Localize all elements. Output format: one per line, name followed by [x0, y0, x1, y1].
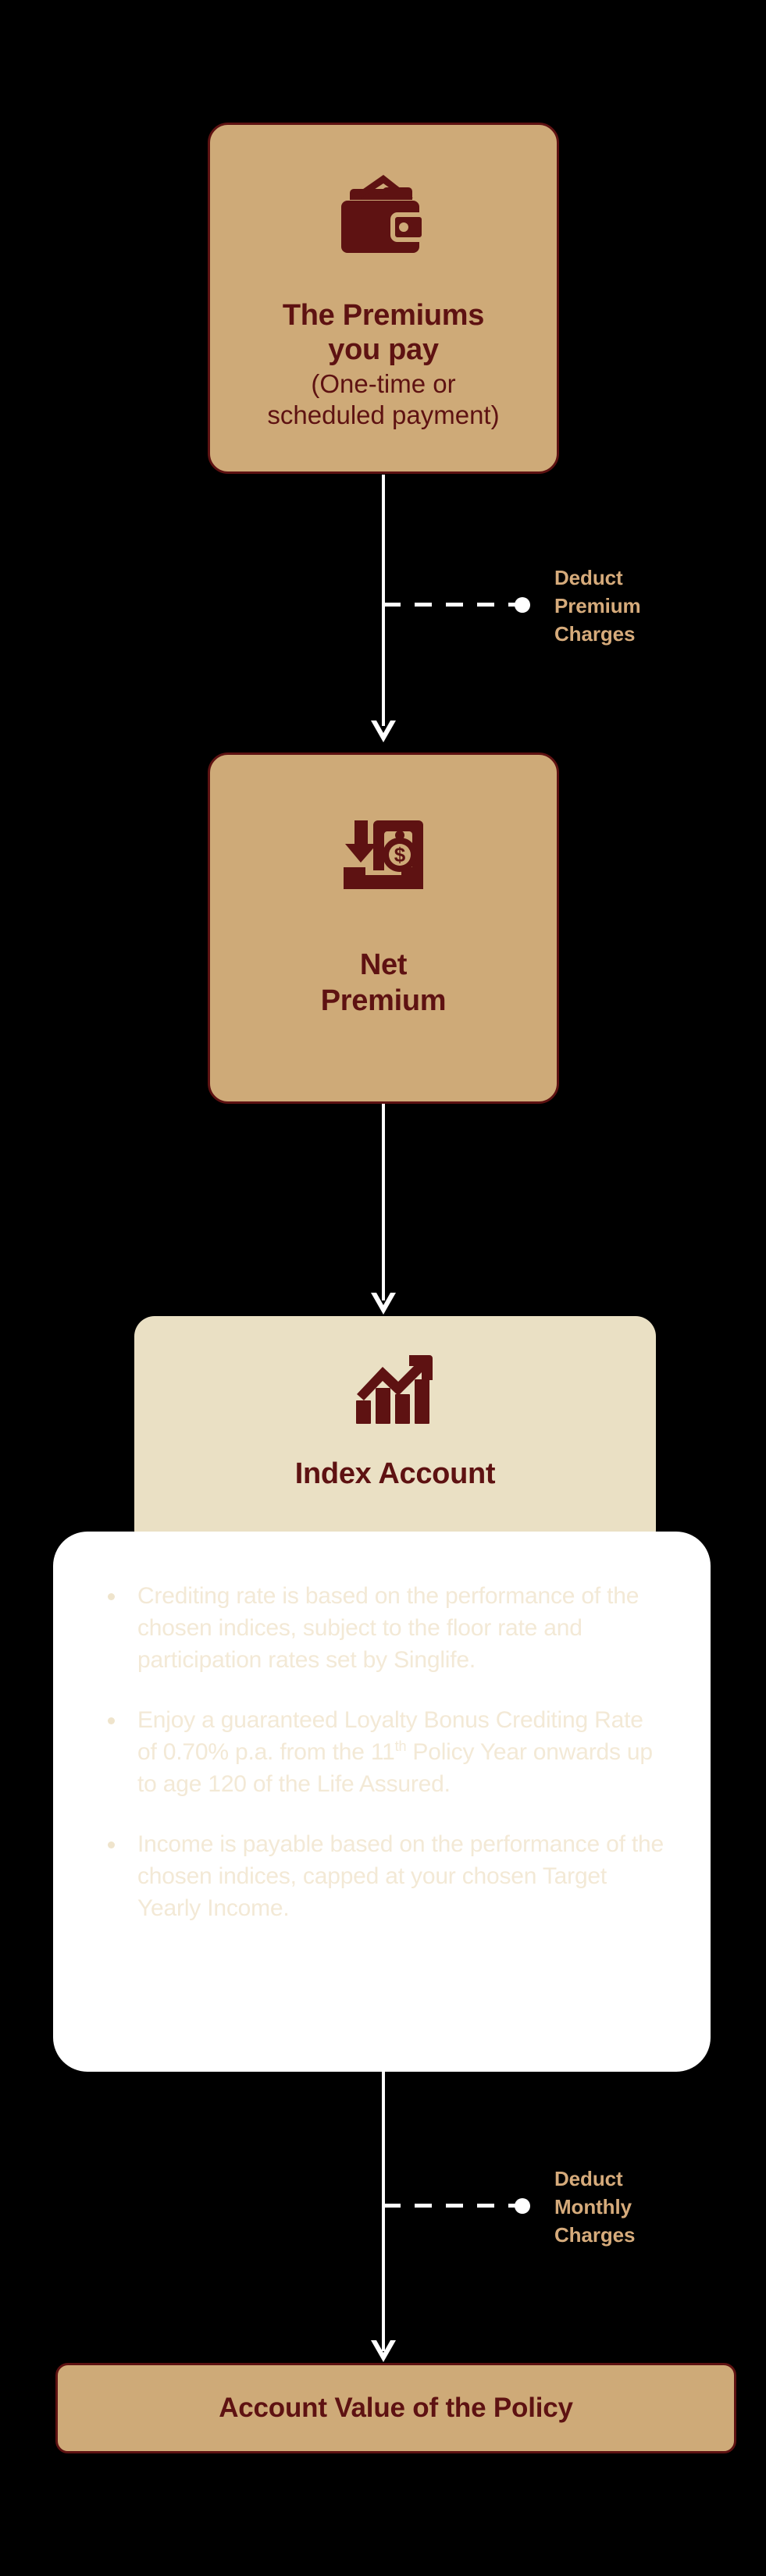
bullet-text: Enjoy a guaranteed Loyalty Bonus Crediti… [137, 1707, 643, 1765]
card-index-account[interactable]: Index Account [134, 1316, 656, 1550]
card-title-line2: you pay [328, 333, 439, 366]
card-title-line2: Premium [320, 984, 447, 1017]
index-account-bullet-list: Crediting rate is based on the performan… [97, 1580, 667, 1924]
connector-premium-to-net [382, 475, 385, 726]
wallet-icon [337, 170, 430, 264]
account-value-bar[interactable]: Account Value of the Policy [55, 2363, 736, 2453]
svg-text:$: $ [394, 843, 406, 866]
card-premiums-subtitle: (One-time or scheduled payment) [267, 368, 499, 431]
card-net-premium-title: Net Premium [321, 947, 447, 1019]
branch-label-line2: Monthly [554, 2195, 632, 2218]
card-title-line1: The Premiums [282, 299, 485, 332]
card-subtitle-line1: (One-time or [311, 369, 456, 398]
branch-endpoint-dot [515, 2198, 530, 2214]
arrowhead-to-account-value [366, 2334, 401, 2368]
branch-label-line1: Deduct [554, 2167, 623, 2190]
bullet-text-cont: Policy Year onwards up to age 120 of the… [137, 1739, 653, 1797]
list-item: Income is payable based on the performan… [97, 1828, 667, 1924]
connector-index-to-account-value [382, 2072, 385, 2351]
money-deposit-icon: $ [337, 809, 429, 902]
list-item: Crediting rate is based on the performan… [97, 1580, 667, 1676]
card-premiums-title: The Premiums you pay [282, 298, 485, 367]
bullet-text: Income is payable based on the performan… [137, 1831, 664, 1921]
branch-endpoint-dot [515, 597, 530, 613]
card-net-premium[interactable]: $ Net Premium [208, 753, 559, 1104]
growth-chart-icon [354, 1352, 436, 1427]
card-title-line1: Net [359, 948, 408, 981]
bullet-ordinal-suffix: th [394, 1738, 407, 1754]
card-premiums-you-pay[interactable]: The Premiums you pay (One-time or schedu… [208, 123, 559, 474]
branch-label-line1: Deduct [554, 566, 623, 589]
branch-label-line3: Charges [554, 622, 636, 646]
connector-net-to-index [382, 1104, 385, 1300]
arrowhead-net-to-index [366, 1286, 401, 1321]
bullet-text: Crediting rate is based on the performan… [137, 1583, 640, 1673]
branch-dashed-line [383, 2204, 518, 2208]
card-subtitle-line2: scheduled payment) [267, 400, 500, 429]
account-value-label: Account Value of the Policy [219, 2393, 573, 2423]
arrowhead-premium-to-net [366, 714, 401, 749]
index-account-details-panel: Crediting rate is based on the performan… [53, 1532, 711, 2072]
card-index-account-title: Index Account [294, 1457, 496, 1490]
list-item: Enjoy a guaranteed Loyalty Bonus Crediti… [97, 1704, 667, 1800]
branch-label-line2: Premium [554, 594, 641, 617]
branch-label-line3: Charges [554, 2223, 636, 2247]
branch-dashed-line [383, 603, 518, 607]
